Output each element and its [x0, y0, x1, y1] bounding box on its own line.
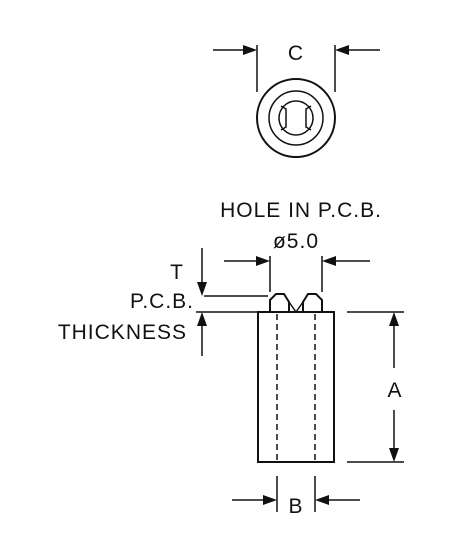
label-c: C: [288, 42, 304, 65]
dimension-a: A: [347, 311, 404, 463]
top-view-inner-circle: [278, 100, 314, 136]
label-pcb: P.C.B.: [130, 290, 194, 313]
label-thickness: THICKNESS: [58, 321, 187, 344]
top-view: [256, 78, 336, 158]
dimension-hole: [224, 256, 370, 292]
snap-head-right: [302, 293, 323, 312]
t-arrow-bottom: [197, 312, 207, 326]
top-view-outer-circle: [256, 78, 336, 158]
label-hole-diameter: ø5.0: [273, 230, 319, 253]
label-b: B: [288, 495, 303, 518]
label-a: A: [387, 379, 402, 402]
snap-slot-right: [295, 301, 304, 313]
snap-slot-left: [288, 301, 297, 313]
dimension-b: B: [232, 476, 360, 518]
a-arrow-top: [389, 312, 399, 326]
dimension-c: C: [213, 42, 380, 92]
hole-arrow-left: [256, 256, 270, 266]
label-hole-in-pcb: HOLE IN P.C.B.: [220, 199, 382, 222]
c-arrow-left: [243, 45, 257, 55]
b-arrow-right: [315, 495, 329, 505]
top-view-middle-circle: [268, 90, 324, 146]
label-t: T: [170, 261, 184, 284]
spacer-body: [257, 311, 335, 463]
dimension-t: T: [170, 248, 207, 356]
b-arrow-left: [263, 495, 277, 505]
c-arrow-right: [335, 45, 349, 55]
hole-arrow-right: [322, 256, 336, 266]
side-view: [196, 293, 335, 463]
t-arrow-top: [197, 282, 207, 296]
a-arrow-bottom: [389, 448, 399, 462]
top-view-left-slot: [280, 105, 287, 131]
top-view-right-slot: [305, 105, 312, 131]
snap-head-left: [269, 293, 290, 312]
